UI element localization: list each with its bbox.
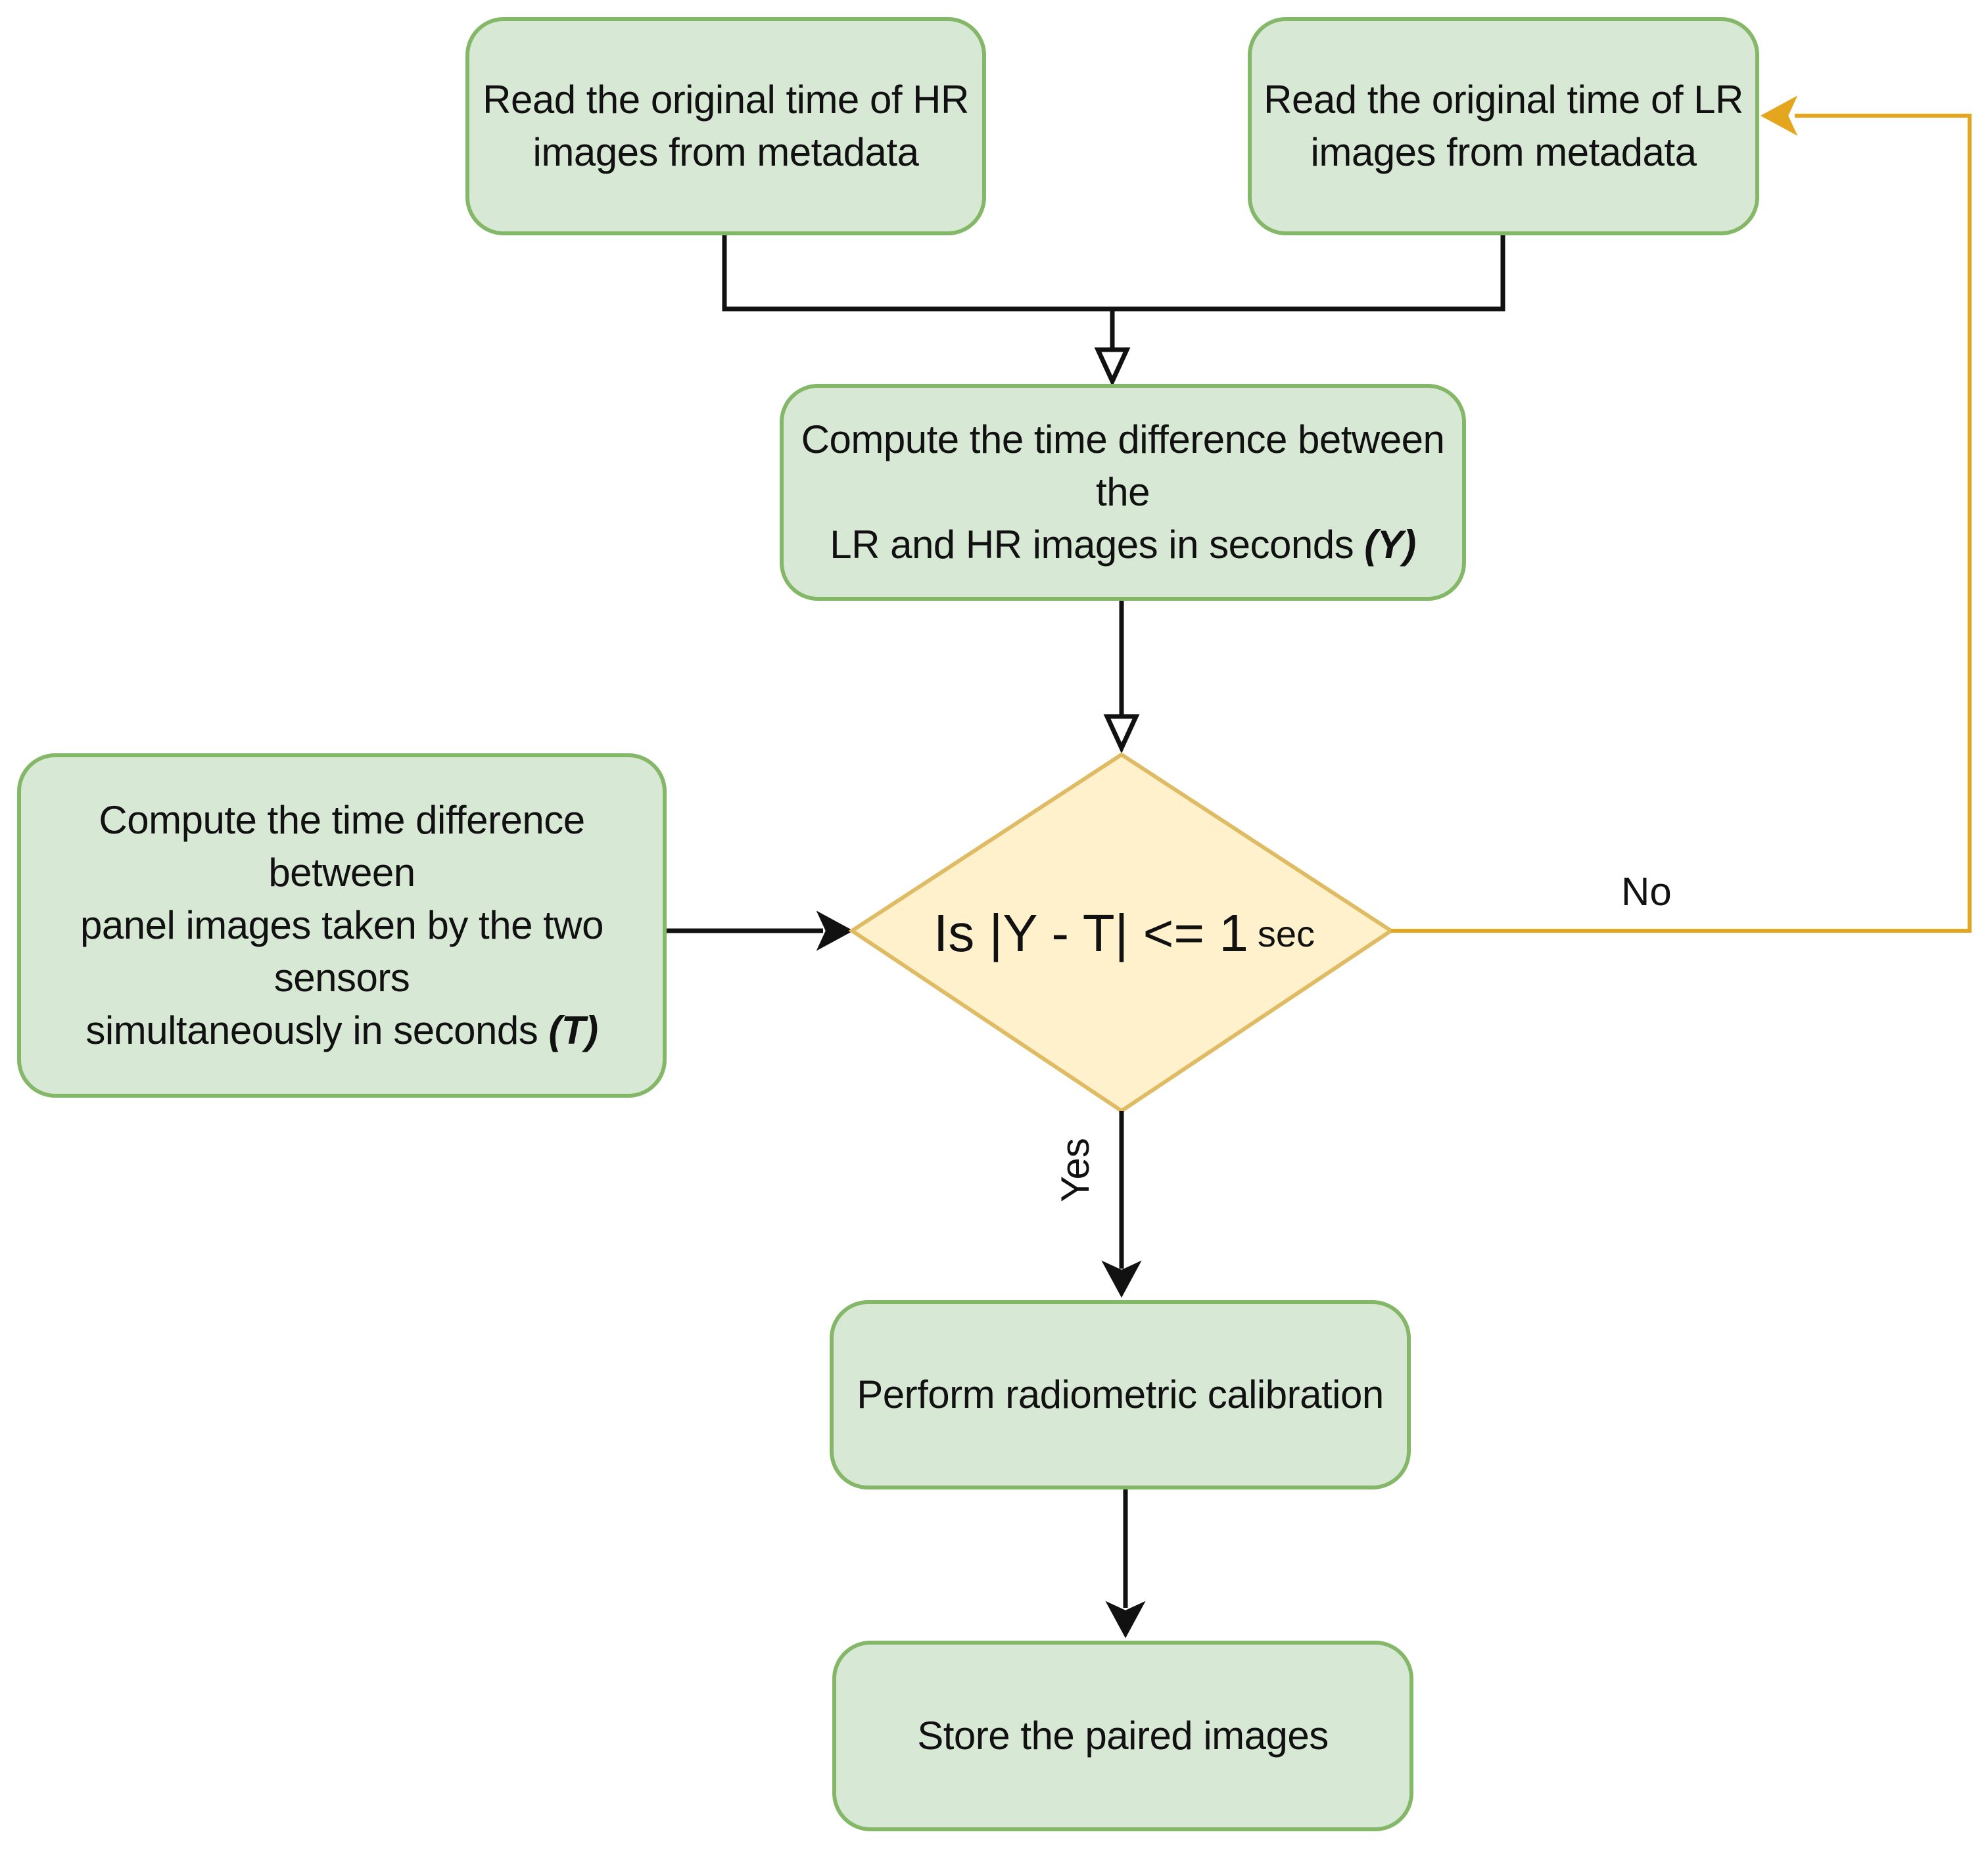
- read-hr-text: Read the original time of HR images from…: [483, 78, 969, 174]
- compute-t-box: Compute the time difference between pane…: [17, 753, 667, 1098]
- no-edge-label: No: [1621, 870, 1672, 914]
- compute-y-description: Compute the time difference between the …: [801, 417, 1445, 567]
- variable-t: (T): [548, 1008, 598, 1052]
- variable-y: (Y): [1364, 523, 1416, 567]
- hollow-arrowhead-icon: [1094, 347, 1131, 387]
- compute-t-text: Compute the time difference between pane…: [28, 794, 656, 1057]
- store-box: Store the paired images: [832, 1641, 1413, 1831]
- calibrate-text: Perform radiometric calibration: [857, 1372, 1384, 1417]
- read-lr-box: Read the original time of LR images from…: [1248, 17, 1759, 235]
- arrowhead-icon: [1105, 1601, 1146, 1639]
- compute-y-box: Compute the time difference between the …: [780, 384, 1466, 601]
- store-text: Store the paired images: [917, 1714, 1329, 1758]
- arrowhead-icon: [1101, 1260, 1142, 1298]
- edge-read-hr-to-merge: [722, 234, 1112, 312]
- arrowhead-icon: [816, 910, 854, 951]
- compute-y-text: Compute the time difference between the …: [790, 413, 1456, 571]
- edge-read-lr-to-merge: [1112, 234, 1505, 312]
- decision-condition-unit: sec: [1257, 912, 1315, 954]
- decision-condition: Is |Y - T| <= 1 sec: [855, 894, 1394, 973]
- yes-edge-label: Yes: [1053, 1138, 1097, 1202]
- read-lr-text: Read the original time of LR images from…: [1264, 78, 1743, 174]
- calibrate-box: Perform radiometric calibration: [830, 1300, 1411, 1489]
- compute-t-description: Compute the time difference between pane…: [80, 798, 604, 1052]
- hollow-arrowhead-icon: [1103, 714, 1140, 754]
- read-hr-box: Read the original time of HR images from…: [465, 17, 986, 235]
- arrowhead-icon: [1760, 95, 1798, 136]
- decision-condition-text: Is |Y - T| <= 1: [934, 904, 1248, 962]
- edge-decision-no-to-read-lr: [1391, 114, 1972, 933]
